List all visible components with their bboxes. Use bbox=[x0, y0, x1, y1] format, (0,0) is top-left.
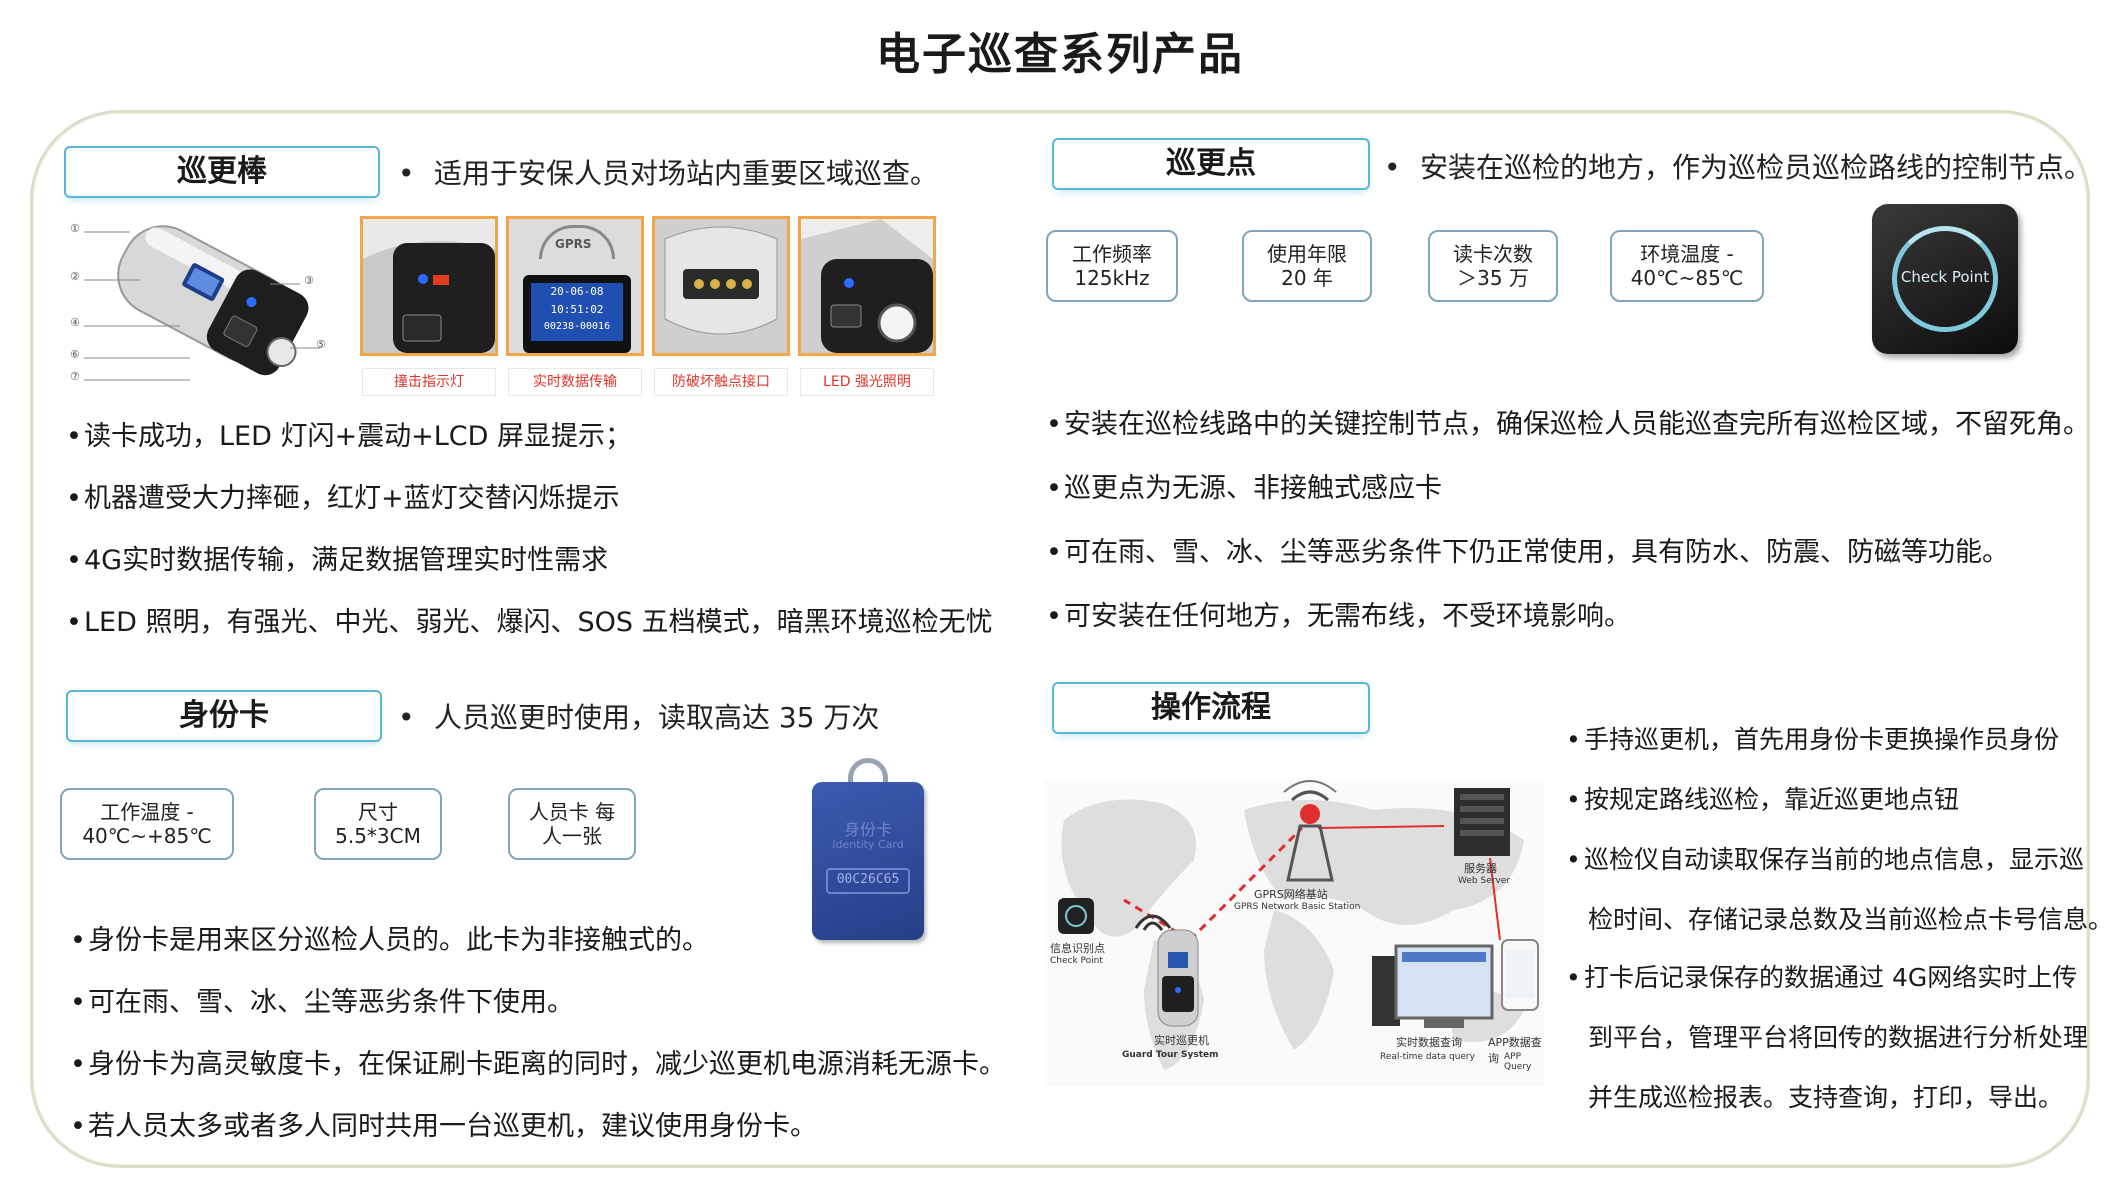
workflow-step-continued: 到平台，管理平台将回传的数据进行分析处理 bbox=[1588, 1023, 2089, 1052]
patrol-stick-bullet: 机器遭受大力摔砸，红灯+蓝灯交替闪烁提示 bbox=[66, 476, 620, 515]
callout-2: ② bbox=[70, 270, 80, 283]
check-point-device-label: Check Point bbox=[1900, 268, 1990, 286]
workflow-step: 巡检仪自动读取保存当前的地点信息，显示巡 bbox=[1566, 840, 2084, 876]
caption-led-light: LED 强光照明 bbox=[800, 368, 934, 396]
spec-line: 工作频率 bbox=[1072, 242, 1152, 266]
check-point-intro-text: 安装在巡检的地方，作为巡检员巡检路线的控制节点。 bbox=[1420, 151, 2093, 184]
check-point-intro: •安装在巡检的地方，作为巡检员巡检路线的控制节点。 bbox=[1384, 151, 2093, 184]
id-card-intro-text: 人员巡更时使用，读取高达 35 万次 bbox=[434, 701, 880, 734]
card-face-code: 00C26C65 bbox=[836, 872, 900, 887]
screen-time: 10:51:02 bbox=[550, 303, 604, 316]
workflow-step-continued: 检时间、存储记录总数及当前巡检点卡号信息。 bbox=[1588, 905, 2114, 934]
anti-tamper-contact-photo bbox=[652, 216, 790, 356]
spec-line: 环境温度 - bbox=[1640, 242, 1734, 266]
app-label-cn: APP数据查询 bbox=[1488, 1036, 1542, 1065]
card-face-title: 身份卡 bbox=[843, 820, 892, 839]
callout-1: ① bbox=[70, 222, 80, 235]
patrol-stick-bullet: 4G实时数据传输，满足数据管理实时性需求 bbox=[66, 538, 608, 577]
patrol-stick-illustration bbox=[84, 225, 320, 381]
spec-value: 20 年 bbox=[1281, 266, 1333, 290]
patrol-stick-bullet: 读卡成功，LED 灯闪+震动+LCD 屏显提示； bbox=[66, 414, 632, 453]
check-point-spec-temperature: 环境温度 -40℃~85℃ bbox=[1610, 230, 1764, 302]
screen-date: 20-06-08 bbox=[550, 285, 604, 298]
caption-impact-light: 撞击指示灯 bbox=[362, 368, 496, 396]
checkpoint-label-cn: 信息识别点 bbox=[1050, 942, 1105, 955]
app-label-en: APP Query bbox=[1504, 1052, 1532, 1072]
callout-3: ③ bbox=[304, 274, 314, 287]
server-label-en: Web Server bbox=[1458, 876, 1510, 886]
id-card-bullet: 可在雨、雪、冰、尘等恶劣条件下使用。 bbox=[70, 980, 574, 1019]
spec-value: 125kHz bbox=[1074, 266, 1150, 290]
workflow-step-continued: 并生成巡检报表。支持查询，打印，导出。 bbox=[1588, 1083, 2064, 1112]
spec-value: 40℃~+85℃ bbox=[82, 824, 212, 848]
card-face-subtitle: Identity Card bbox=[832, 838, 904, 851]
id-card-spec-temperature: 工作温度 -40℃~+85℃ bbox=[60, 788, 234, 860]
device-label-en: Guard Tour System bbox=[1122, 1050, 1219, 1060]
spec-line: 使用年限 bbox=[1267, 242, 1347, 266]
id-card-header: 身份卡 bbox=[66, 690, 382, 742]
check-point-bullet: 可在雨、雪、冰、尘等恶劣条件下仍正常使用，具有防水、防震、防磁等功能。 bbox=[1046, 530, 2009, 569]
spec-line: 工作温度 - bbox=[100, 800, 194, 824]
query-label-cn: 实时数据查询 bbox=[1396, 1036, 1462, 1049]
station-label-cn: GPRS网络基站 bbox=[1254, 888, 1328, 901]
id-card-bullet: 若人员太多或者多人同时共用一台巡更机，建议使用身份卡。 bbox=[70, 1104, 817, 1143]
gprs-badge: GPRS bbox=[555, 237, 592, 251]
spec-value: 40℃~85℃ bbox=[1630, 266, 1744, 290]
check-point-device-image: Check Point bbox=[1872, 204, 2018, 354]
patrol-stick-device-image: ① ② ③ ④ ⑤ ⑥ ⑦ bbox=[70, 208, 330, 398]
data-transmission-photo: GPRS 20-06-08 10:51:02 00238-00016 bbox=[506, 216, 644, 356]
id-card-bullet: 身份卡是用来区分巡检人员的。此卡为非接触式的。 bbox=[70, 918, 709, 957]
spec-line: 读卡次数 bbox=[1453, 242, 1533, 266]
callout-7: ⑦ bbox=[70, 370, 80, 383]
id-card-spec-per-person: 人员卡 每人一张 bbox=[508, 788, 636, 860]
caption-data-transmission: 实时数据传输 bbox=[508, 368, 642, 396]
id-card-intro: •人员巡更时使用，读取高达 35 万次 bbox=[398, 701, 880, 734]
callout-5: ⑤ bbox=[316, 338, 326, 351]
spec-value: 5.5*3CM bbox=[335, 824, 421, 848]
query-label-en: Real-time data query bbox=[1380, 1052, 1475, 1062]
server-label-cn: 服务器 bbox=[1464, 862, 1497, 875]
callout-6: ⑥ bbox=[70, 348, 80, 361]
station-label-en: GPRS Network Basic Station bbox=[1234, 902, 1361, 912]
led-light-photo bbox=[798, 216, 936, 356]
spec-line: 人员卡 每 bbox=[528, 800, 616, 824]
led-light-illustration bbox=[801, 219, 933, 353]
patrol-stick-intro-text: 适用于安保人员对场站内重要区域巡查。 bbox=[434, 157, 939, 190]
workflow-step: 手持巡更机，首先用身份卡更换操作员身份 bbox=[1566, 720, 2059, 756]
contact-interface-illustration bbox=[655, 219, 787, 353]
workflow-step: 按规定路线巡检，靠近巡更地点钮 bbox=[1566, 780, 1959, 816]
patrol-stick-bullet: LED 照明，有强光、中光、弱光、爆闪、SOS 五档模式，暗黑环境巡检无忧 bbox=[66, 600, 993, 639]
checkpoint-label-en: Check Point bbox=[1050, 956, 1103, 966]
id-card-fob-image: 身份卡 Identity Card 00C26C65 bbox=[812, 758, 924, 940]
page-title: 电子巡查系列产品 bbox=[876, 29, 1244, 80]
check-point-bullet: 巡更点为无源、非接触式感应卡 bbox=[1046, 466, 1442, 505]
workflow-diagram: GPRS网络基站 GPRS Network Basic Station 服务器 … bbox=[1044, 780, 1544, 1086]
patrol-stick-header: 巡更棒 bbox=[64, 146, 380, 198]
callout-4: ④ bbox=[70, 316, 80, 329]
spec-value: ＞35 万 bbox=[1457, 266, 1529, 290]
workflow-step: 打卡后记录保存的数据通过 4G网络实时上传 bbox=[1566, 958, 2077, 994]
device-label-cn: 实时巡更机 bbox=[1154, 1034, 1209, 1047]
patrol-stick-intro: •适用于安保人员对场站内重要区域巡查。 bbox=[398, 157, 939, 190]
check-point-spec-read-count: 读卡次数＞35 万 bbox=[1428, 230, 1558, 302]
screen-code: 00238-00016 bbox=[543, 321, 611, 332]
check-point-bullet: 可安装在任何地方，无需布线，不受环境影响。 bbox=[1046, 594, 1631, 633]
caption-anti-tamper: 防破坏触点接口 bbox=[654, 368, 788, 396]
id-card-bullet: 身份卡为高灵敏度卡，在保证刷卡距离的同时，减少巡更机电源消耗无源卡。 bbox=[70, 1042, 1006, 1081]
check-point-header: 巡更点 bbox=[1052, 138, 1370, 190]
check-point-bullet: 安装在巡检线路中的关键控制节点，确保巡检人员能巡查完所有巡检区域，不留死角。 bbox=[1046, 402, 2090, 441]
spec-line: 尺寸 bbox=[358, 800, 398, 824]
workflow-header: 操作流程 bbox=[1052, 682, 1370, 734]
impact-light-photo bbox=[360, 216, 498, 356]
world-map-illustration bbox=[1058, 780, 1539, 1070]
impact-light-illustration bbox=[363, 219, 495, 353]
spec-value: 人一张 bbox=[542, 824, 602, 848]
